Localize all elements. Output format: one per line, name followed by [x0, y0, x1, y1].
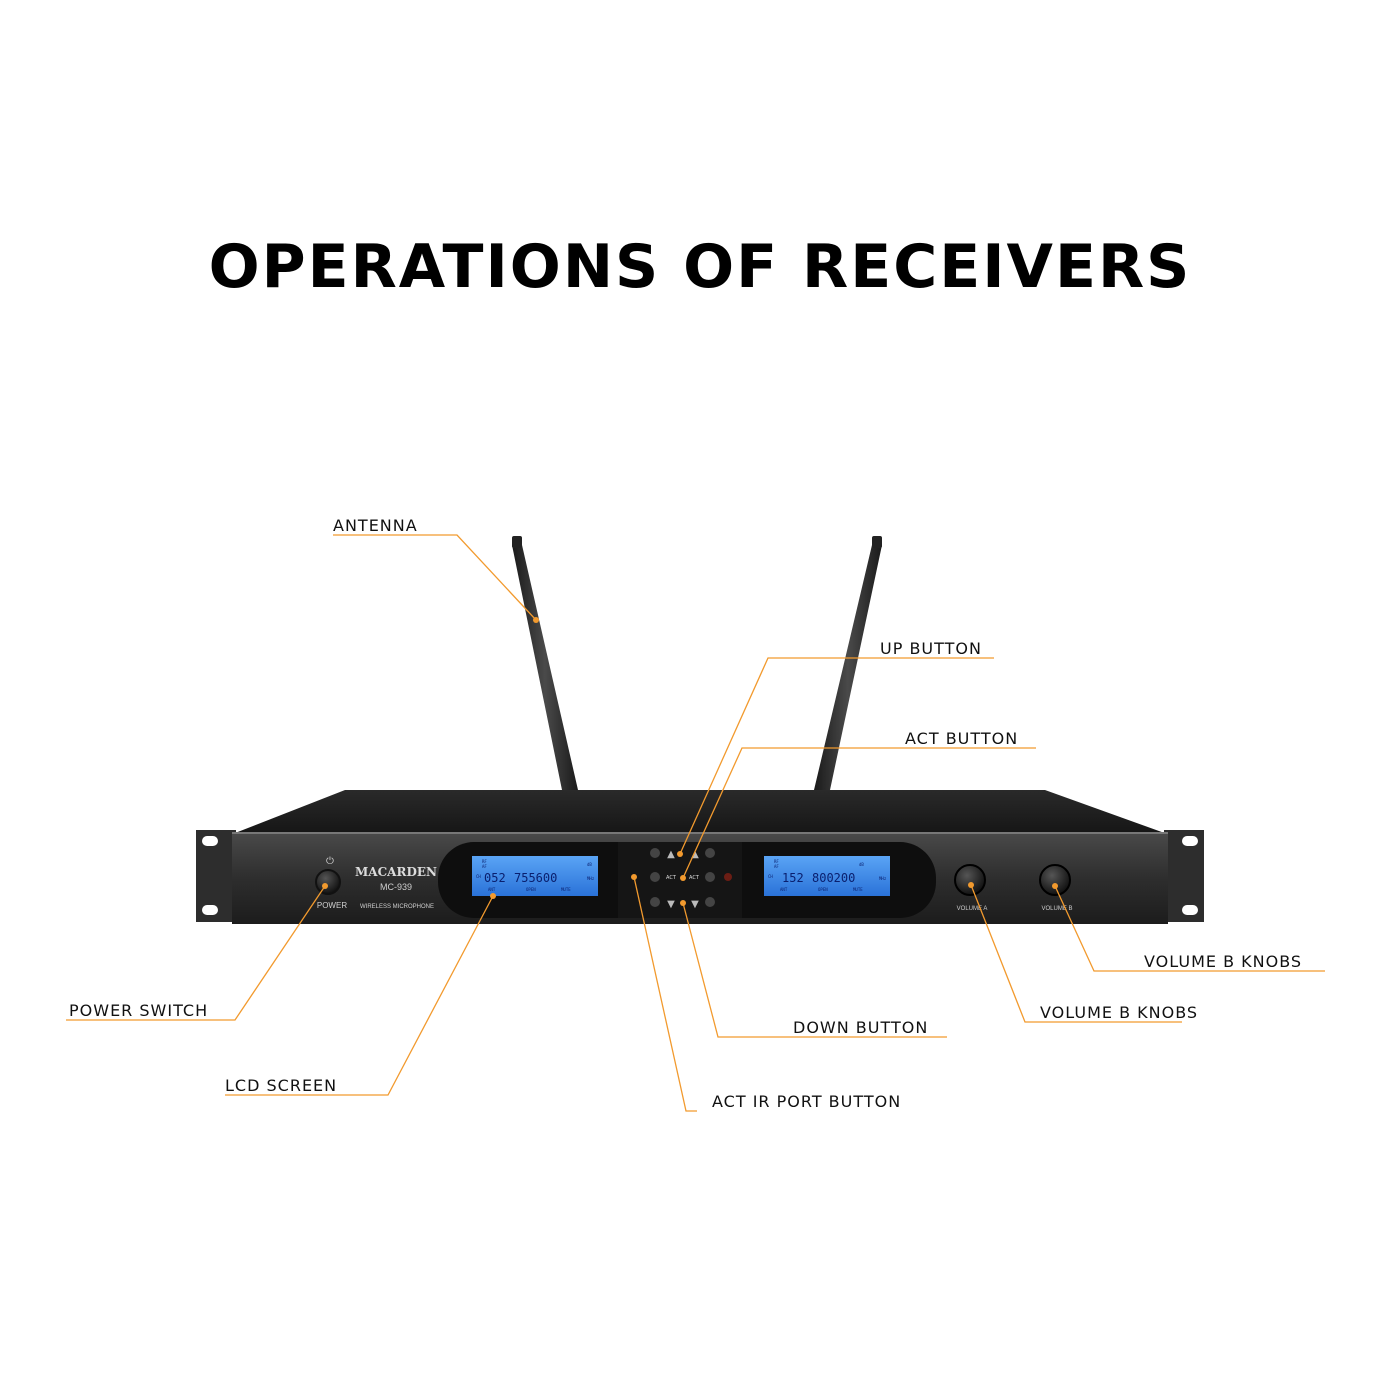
power-switch[interactable]: ⏻ POWER [315, 856, 347, 910]
svg-text:RF: RF [482, 859, 487, 864]
model-label: MC-939 [380, 882, 412, 892]
page-title: OPERATIONS OF RECEIVERS [208, 232, 1192, 302]
antenna-left [512, 536, 578, 790]
lcd-b-channel: 152 [782, 871, 804, 885]
chassis-top [230, 790, 1170, 835]
leader-antenna [333, 534, 537, 621]
volume-a-knob[interactable]: VOLUME A [954, 864, 988, 912]
callout-act-button: ACT BUTTON [905, 729, 1018, 748]
leader-lcd-screen [225, 895, 494, 1096]
leader-act-ir-port [633, 876, 697, 1112]
ir-port-indicator [724, 873, 732, 881]
svg-text:RF: RF [774, 859, 779, 864]
svg-text:MUTE: MUTE [561, 887, 571, 892]
up-arrow-icon-b: ▲ [691, 849, 699, 860]
leader-lines [66, 534, 1325, 1112]
act-button-a[interactable] [650, 872, 660, 882]
leader-volume-a [970, 884, 1182, 1023]
power-icon: ⏻ [326, 856, 334, 867]
up-arrow-icon: ▲ [667, 849, 675, 860]
svg-text:ANT: ANT [780, 887, 788, 892]
volume-b-knob[interactable]: VOLUME B [1039, 864, 1073, 912]
down-arrow-icon: ▼ [667, 899, 675, 910]
svg-text:AF: AF [482, 864, 487, 869]
svg-text:OPEN: OPEN [818, 887, 828, 892]
svg-text:CH: CH [476, 874, 481, 879]
act-label-b: ACT [689, 875, 700, 881]
lcd-screen-a: RF AF CH 052 755600 MHz dB ANT OPEN MUTE [472, 856, 598, 896]
callout-antenna: ANTENNA [333, 516, 418, 535]
svg-text:OPEN: OPEN [526, 887, 536, 892]
callout-volume-knobs-b: VOLUME B KNOBS [1144, 952, 1302, 971]
svg-text:dB: dB [859, 862, 864, 867]
leader-up-button [679, 657, 994, 855]
lcd-b-frequency: 800200 [812, 871, 855, 885]
leader-endpoints [322, 617, 1058, 906]
leader-down-button [682, 902, 947, 1038]
act-button-b[interactable] [705, 872, 715, 882]
leader-power-switch [66, 885, 326, 1021]
lcd-a-channel: 052 [484, 871, 506, 885]
svg-text:MHz: MHz [587, 876, 595, 881]
callout-volume-knobs-a: VOLUME B KNOBS [1040, 1003, 1198, 1022]
down-arrow-icon-b: ▼ [691, 899, 699, 910]
callout-power-switch: POWER SWITCH [69, 1001, 208, 1020]
volume-a-label: VOLUME A [957, 906, 988, 912]
up-button-a[interactable] [650, 848, 660, 858]
svg-text:CH: CH [768, 874, 773, 879]
leader-act-button [682, 747, 1036, 879]
antenna-right [814, 536, 882, 790]
callout-down-button: DOWN BUTTON [793, 1018, 928, 1037]
brand-logo: MACARDEN [355, 865, 437, 879]
down-button-b[interactable] [705, 897, 715, 907]
svg-text:AF: AF [774, 864, 779, 869]
leader-volume-b [1054, 885, 1325, 972]
lcd-screen-b: RF AF CH 152 800200 MHz dB ANT OPEN MUTE [764, 856, 890, 896]
up-button-b[interactable] [705, 848, 715, 858]
svg-text:MHz: MHz [879, 876, 887, 881]
volume-b-label: VOLUME B [1041, 906, 1072, 912]
svg-text:ANT: ANT [488, 887, 496, 892]
down-button-a[interactable] [650, 897, 660, 907]
product-line-label: WIRELESS MICROPHONE [360, 904, 434, 910]
power-label: POWER [317, 901, 347, 910]
lcd-a-frequency: 755600 [514, 871, 557, 885]
callout-lcd-screen: LCD SCREEN [225, 1076, 337, 1095]
svg-text:MUTE: MUTE [853, 887, 863, 892]
callout-up-button: UP BUTTON [880, 639, 982, 658]
callout-act-ir-port-button: ACT IR PORT BUTTON [712, 1092, 901, 1111]
svg-text:dB: dB [587, 862, 592, 867]
act-label-a: ACT [666, 875, 677, 881]
